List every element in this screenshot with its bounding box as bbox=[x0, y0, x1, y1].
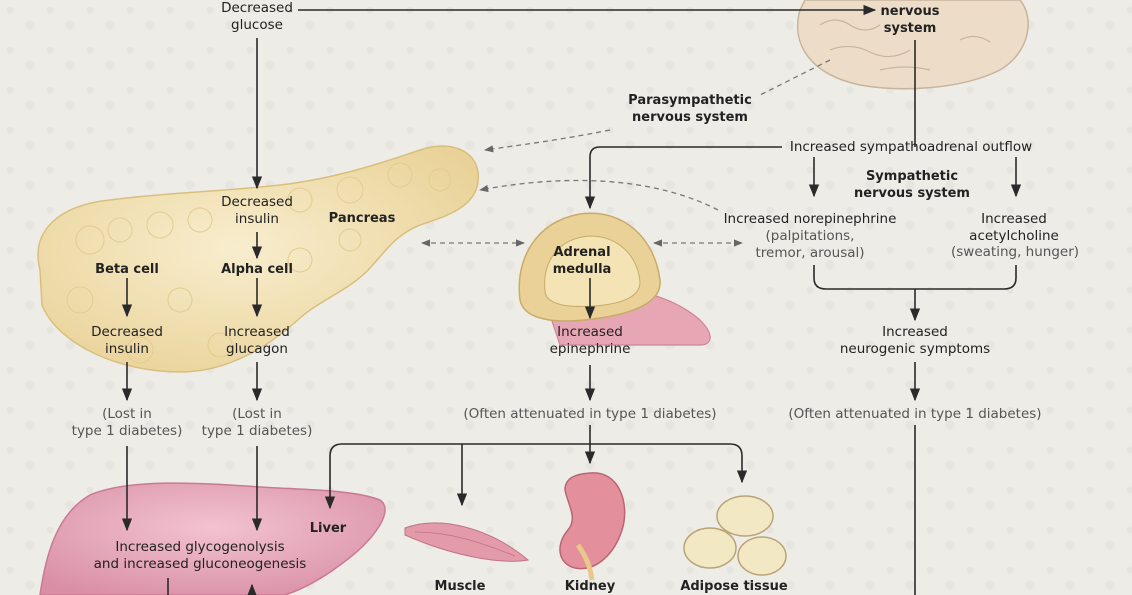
norepinephrine-effects-label: (palpitations,tremor, arousal) bbox=[755, 228, 865, 261]
pancreas-label: Pancreas bbox=[328, 211, 396, 226]
norepinephrine-label: Increased norepinephrine bbox=[723, 211, 897, 227]
alpha-cell-label: Alpha cell bbox=[221, 262, 293, 277]
adipose-illustration bbox=[683, 495, 787, 576]
kidney-illustration bbox=[559, 472, 626, 581]
acetylcholine-effects-label: (sweating, hunger) bbox=[950, 244, 1080, 260]
dashed-connectors bbox=[421, 59, 831, 247]
kidney-label: Kidney bbox=[564, 579, 616, 594]
muscle-label: Muscle bbox=[434, 579, 486, 594]
attenuated-neurogenic-label: (Often attenuated in type 1 diabetes) bbox=[788, 406, 1042, 422]
sympathoadrenal-label: Increased sympathoadrenal outflow bbox=[789, 139, 1033, 155]
beta-cell-label: Beta cell bbox=[95, 262, 159, 277]
brain-illustration bbox=[796, 0, 1029, 90]
adrenal-illustration bbox=[518, 212, 711, 346]
liver-label: Liver bbox=[309, 521, 347, 536]
attenuated-epinephrine-label: (Often attenuated in type 1 diabetes) bbox=[463, 406, 717, 422]
adipose-tissue-label: Adipose tissue bbox=[680, 579, 788, 594]
solid-connectors bbox=[121, 4, 1022, 595]
muscle-illustration bbox=[404, 522, 530, 562]
